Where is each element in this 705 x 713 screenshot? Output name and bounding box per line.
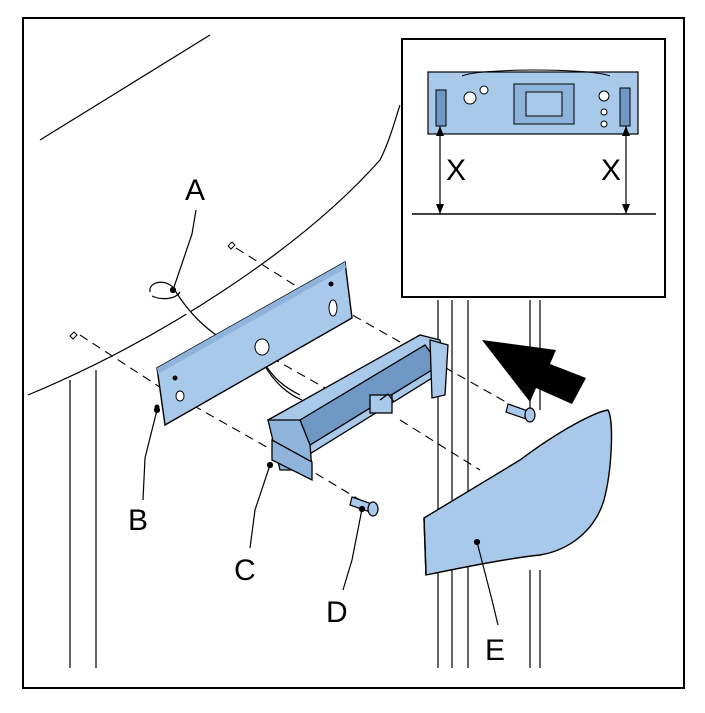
callout-d: D bbox=[326, 596, 348, 629]
inset-dimension-left: X bbox=[446, 154, 466, 187]
door-outline bbox=[27, 34, 401, 668]
callout-leaders bbox=[142, 209, 499, 626]
callout-a: A bbox=[185, 174, 205, 207]
screw-upper bbox=[505, 403, 536, 423]
lock-housing-c bbox=[267, 334, 449, 482]
screw-d bbox=[349, 496, 379, 517]
callout-e: E bbox=[485, 634, 505, 667]
cover-e bbox=[423, 409, 613, 576]
inset-panel bbox=[401, 38, 666, 298]
callout-c: C bbox=[234, 554, 256, 587]
inset-dimension-right: X bbox=[601, 154, 621, 187]
wall-screw-marks bbox=[69, 241, 236, 340]
callout-b: B bbox=[128, 504, 148, 537]
direction-arrow-icon bbox=[482, 340, 586, 404]
mounting-plate-b bbox=[154, 260, 353, 427]
